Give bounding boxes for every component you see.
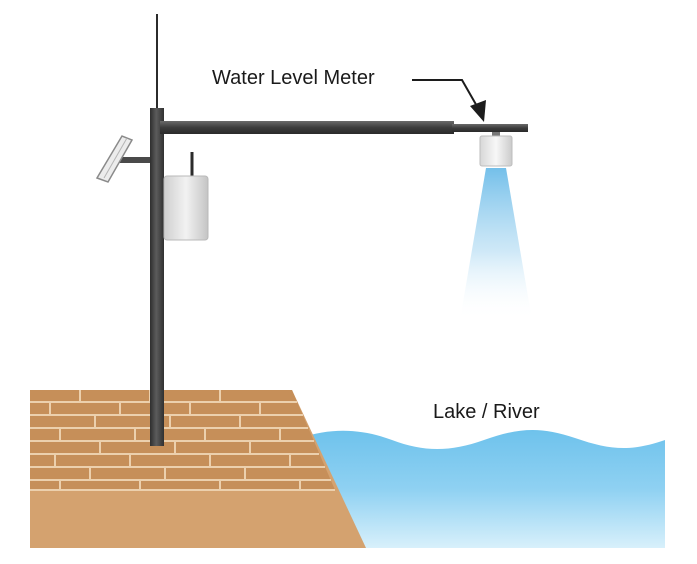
riverbank <box>30 390 366 548</box>
meter-label: Water Level Meter <box>212 67 375 89</box>
meter-pointer <box>412 79 486 122</box>
control-box <box>163 152 209 241</box>
solar-panel <box>95 135 152 183</box>
radar-beam <box>460 168 532 320</box>
water-body-label: Lake / River <box>433 401 540 423</box>
main-pole <box>150 108 164 446</box>
water-surface <box>300 429 665 548</box>
radar-sensor <box>479 132 513 167</box>
crossarm <box>160 121 528 134</box>
